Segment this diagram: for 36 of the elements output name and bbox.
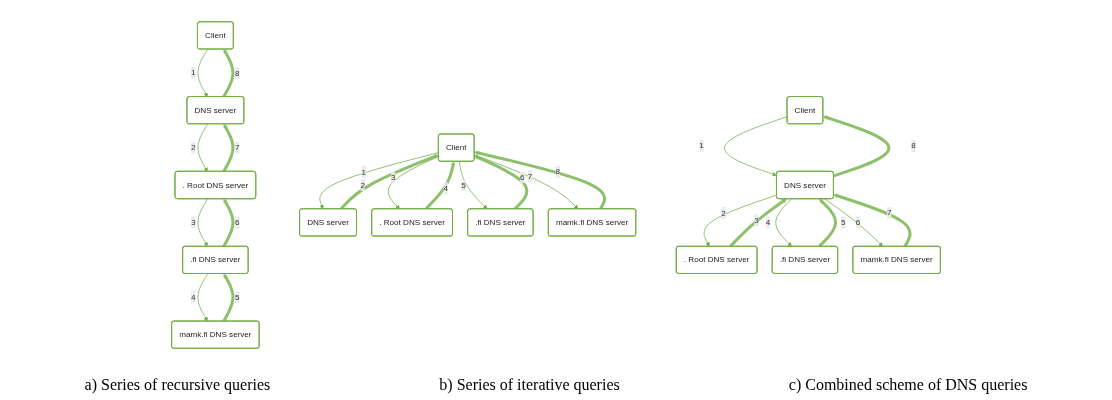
edge-label: 8 [235,68,240,78]
edge-label: 6 [519,172,525,182]
edge-label: 3 [754,215,759,225]
edge-label: 5 [461,180,466,190]
edge-label: 1 [361,167,366,177]
edge-label: 4 [191,292,196,302]
edge-label: 2 [721,208,726,218]
edge-label: 7 [887,208,892,217]
caption: b) Series of iterative queries [439,376,620,394]
edge-label: 3 [390,173,396,182]
arrow [818,198,838,248]
arrow [833,193,912,248]
edge-label: 6 [855,217,861,227]
edge-label: 7 [527,171,533,181]
edge-label: 4 [443,183,448,193]
edge-label: 1 [699,141,704,150]
edge-label: 7 [235,143,240,152]
edge-label: 4 [765,217,771,227]
edge-label: 1 [191,68,196,77]
caption: a) Series of recursive queries [84,376,271,394]
edge-label: 5 [841,217,846,227]
edge-label: 5 [235,292,240,302]
edge-label: 6 [235,218,240,227]
edge-label: 3 [191,217,196,227]
edge-label: 2 [360,180,366,190]
arrow [222,49,235,98]
caption: c) Combined scheme of DNS queries [788,376,1028,394]
arrow [222,198,235,248]
arrow [222,273,235,322]
arrow [822,115,891,178]
arrow [474,150,607,210]
edge-label: 8 [555,167,560,176]
edge-label: 8 [911,141,916,150]
edge-label: 2 [191,143,196,152]
arrow [222,123,235,173]
arrow [729,198,787,248]
